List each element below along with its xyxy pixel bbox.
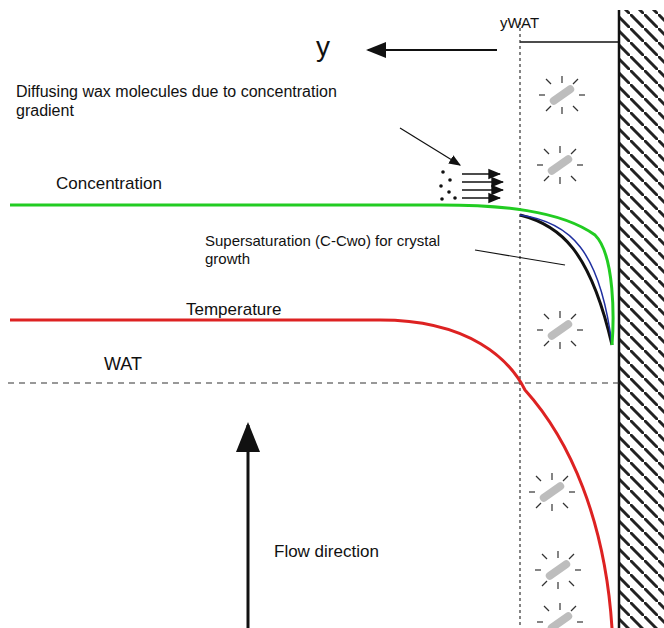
dimension-label: yWAT: [500, 14, 539, 32]
annotation: Supersaturation (C-Cwo) for crystal grow…: [205, 232, 465, 268]
axis-label: y: [316, 30, 330, 64]
curve-label: Temperature: [186, 300, 281, 320]
arrow-label: Flow direction: [274, 542, 379, 562]
line-label: WAT: [104, 354, 142, 376]
curve-label: Concentration: [56, 174, 162, 194]
pipe-wall: [620, 10, 664, 628]
annotation: Diffusing wax molecules due to concentra…: [16, 82, 386, 120]
